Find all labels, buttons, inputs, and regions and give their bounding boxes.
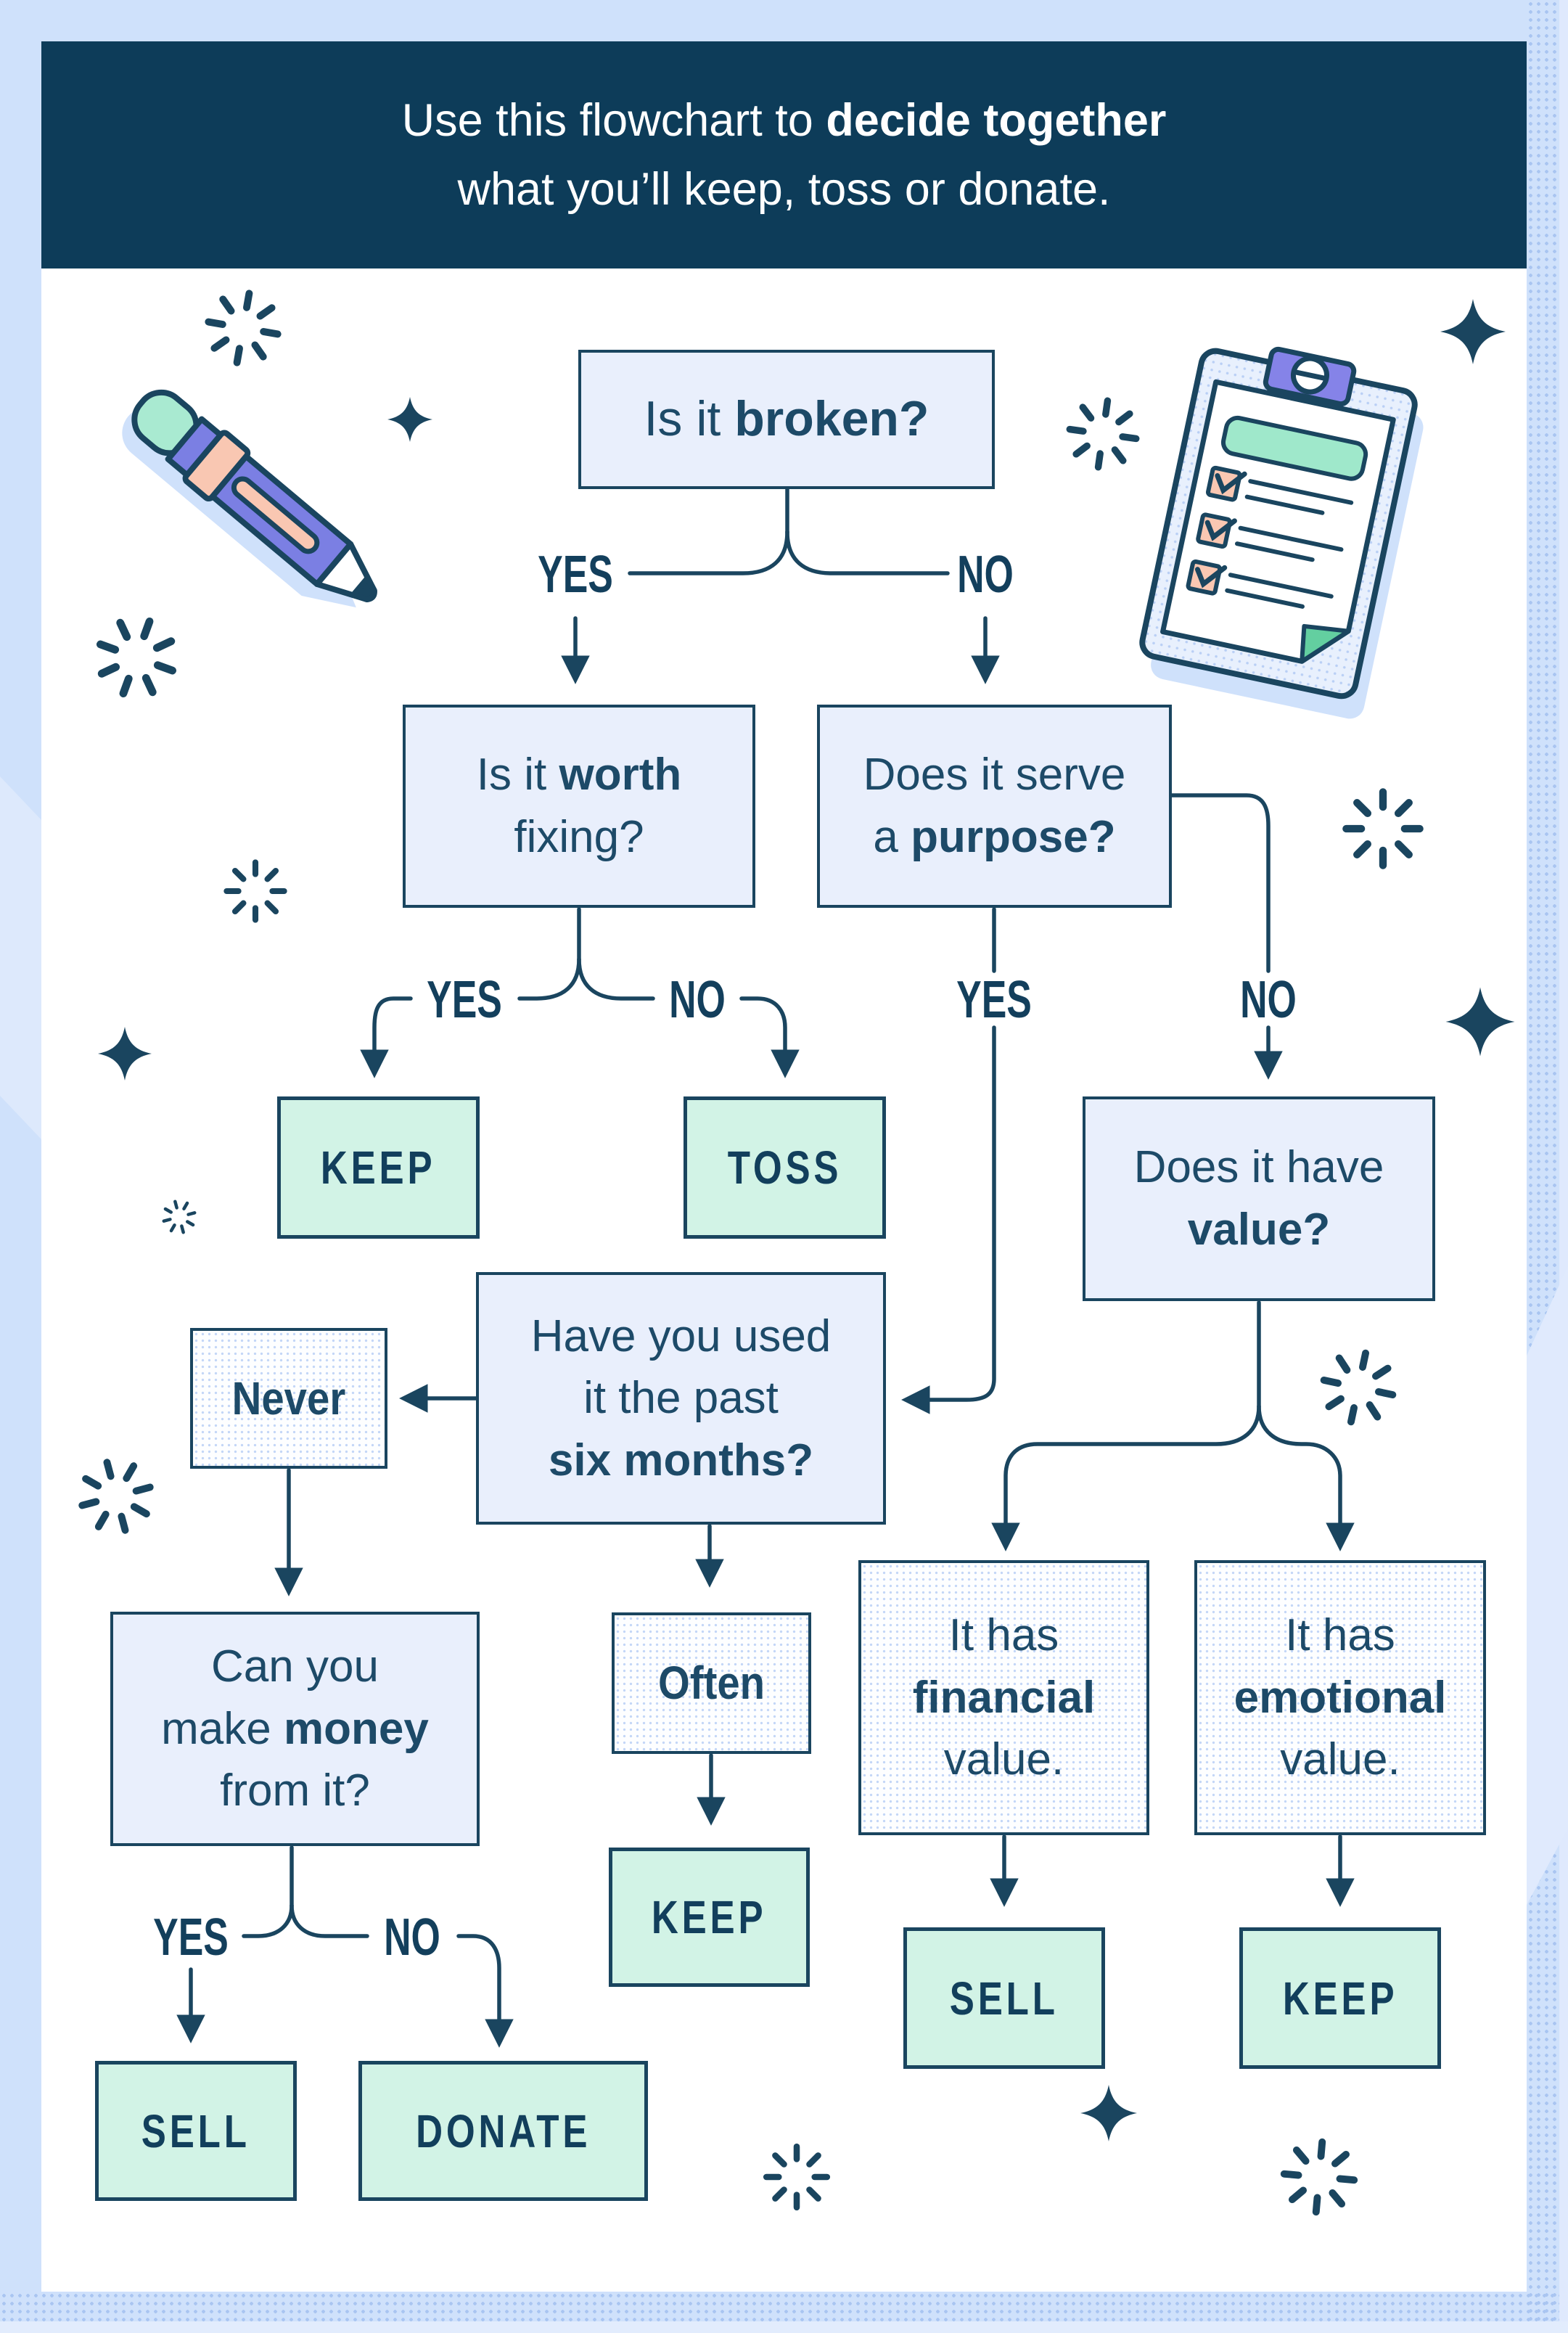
- branch-label-no-worth: NO: [669, 971, 726, 1029]
- branch-label-no-broken: NO: [957, 546, 1014, 604]
- answer-often: Often: [612, 1612, 811, 1754]
- branch-label-no-money: NO: [384, 1908, 440, 1967]
- answer-never: Never: [190, 1328, 387, 1469]
- branch-label-yes-worth: YES: [427, 971, 502, 1029]
- branch-label-no-purpose: NO: [1240, 971, 1297, 1029]
- header-line-2: what you’ll keep, toss or donate.: [457, 163, 1111, 215]
- side-band-highlight: [1559, 0, 1568, 2333]
- outcome-toss: TOSS: [684, 1096, 886, 1239]
- header-line-1: Use this flowchart to decide together: [401, 95, 1167, 146]
- outcome-sell-financial-value: SELL: [903, 1927, 1105, 2069]
- branch-label-yes-purpose: YES: [956, 971, 1032, 1029]
- question-is-it-broken: Is it broken?: [578, 350, 995, 489]
- right-diagonal-accent: [1527, 1266, 1568, 1905]
- branch-label-yes-broken: YES: [538, 546, 613, 604]
- outcome-donate: DONATE: [358, 2061, 648, 2201]
- bottom-band-highlight: [0, 2321, 1568, 2333]
- left-diagonal-accent: [0, 776, 41, 1139]
- outcome-keep-often-used: KEEP: [609, 1848, 810, 1987]
- header-banner: Use this flowchart to decide together wh…: [41, 41, 1527, 268]
- outcome-sell-make-money: SELL: [95, 2061, 297, 2201]
- branch-label-yes-money: YES: [153, 1908, 229, 1967]
- outcome-keep-emotional-value: KEEP: [1239, 1927, 1441, 2069]
- outcome-keep-worth-fixing: KEEP: [277, 1096, 480, 1239]
